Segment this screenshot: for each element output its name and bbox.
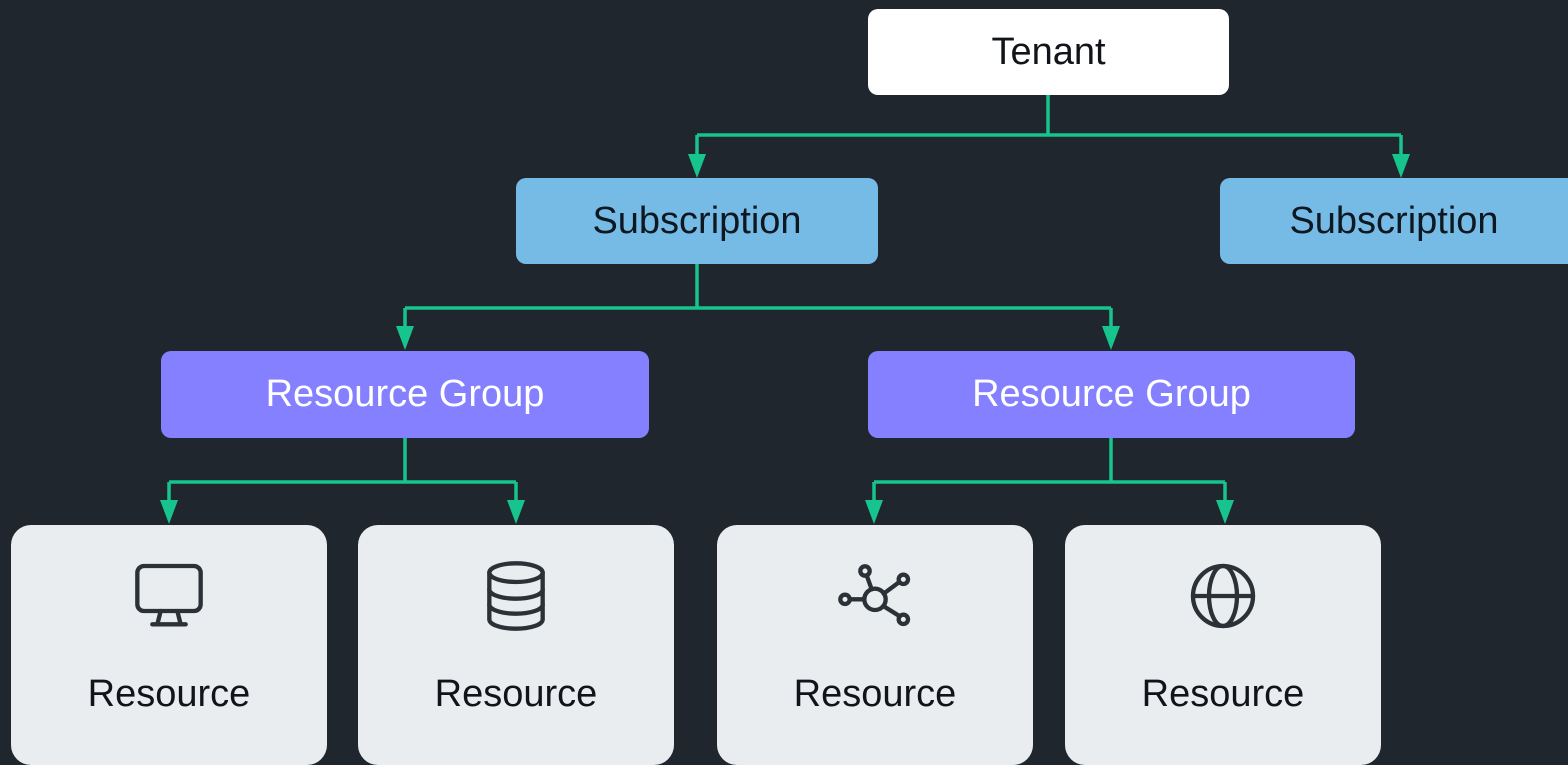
connector-subscription-resource-groups [403, 264, 1113, 332]
resource-node: Resource [11, 525, 327, 765]
subscription-node: Subscription [1220, 178, 1568, 264]
subscription-label: Subscription [592, 199, 802, 242]
network-icon [717, 561, 1033, 631]
connector-rg1-resources [167, 438, 518, 506]
resource-group-node: Resource Group [868, 351, 1355, 438]
tenant-node: Tenant [868, 9, 1229, 95]
resource-group-label: Resource Group [972, 373, 1251, 415]
connector-lines [160, 95, 1410, 524]
arrowhead [396, 326, 414, 350]
arrowhead [1216, 500, 1234, 524]
resource-label: Resource [1141, 673, 1305, 715]
hierarchy-diagram: Tenant Subscription Subscription Resourc… [11, 9, 1568, 765]
resource-group-label: Resource Group [265, 373, 545, 415]
resource-node: Resource [358, 525, 674, 765]
connector-rg2-resources [872, 438, 1227, 506]
arrowhead [1102, 326, 1120, 350]
globe-icon [1065, 561, 1381, 631]
database-icon [358, 561, 674, 631]
resource-node: Resource [1065, 525, 1381, 765]
resource-label: Resource [793, 673, 957, 715]
subscription-label: Subscription [1289, 199, 1499, 242]
resource-label: Resource [434, 673, 598, 715]
resource-node: Resource [717, 525, 1033, 765]
arrowhead [1392, 154, 1410, 178]
arrowhead [160, 500, 178, 524]
tenant-label: Tenant [991, 30, 1106, 73]
subscription-node: Subscription [516, 178, 878, 264]
resource-group-node: Resource Group [161, 351, 649, 438]
arrowhead [865, 500, 883, 524]
arrowhead [507, 500, 525, 524]
arrowhead [688, 154, 706, 178]
monitor-icon [11, 561, 327, 631]
resource-label: Resource [87, 673, 251, 715]
connector-tenant-subscriptions [695, 95, 1403, 160]
